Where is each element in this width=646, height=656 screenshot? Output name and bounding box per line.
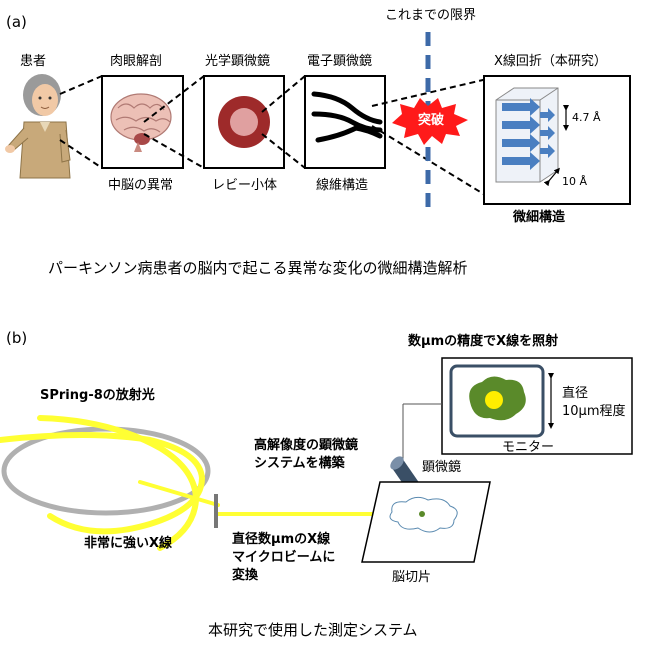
monitor-label: モニター	[502, 440, 555, 455]
microscope-label: 顕微鏡	[422, 460, 462, 475]
microscope-system-line2: システムを構築	[254, 456, 345, 471]
fine-structure-label: 微細構造	[513, 210, 566, 225]
breakthrough-label: 突破	[418, 113, 445, 128]
lewy-body-caption: レビー小体	[212, 178, 278, 193]
beam-conversion-line3: 変換	[232, 568, 259, 583]
limit-label: これまでの限界	[385, 8, 477, 23]
microscope-system-line1: 高解像度の顕微鏡	[254, 438, 359, 453]
panel-a-label: (a)	[6, 13, 27, 31]
fibril-structure	[311, 91, 383, 143]
diameter-line2: 10µm程度	[562, 404, 626, 419]
panel-b-label: (b)	[6, 329, 28, 347]
panel-b-caption: 本研究で使用した測定システム	[208, 621, 418, 639]
precision-label: 数µmの精度でX線を照射	[408, 334, 559, 349]
gross-anatomy-title: 肉眼解剖	[110, 54, 163, 69]
optical-microscope-box	[203, 75, 285, 169]
storage-ring	[1, 426, 211, 516]
fibril-caption: 線維構造	[316, 178, 369, 193]
beam-conversion-line2: マイクロビームに	[232, 550, 336, 565]
beam-spot	[419, 511, 425, 517]
beam-conversion-line1: 直径数µmのX線	[232, 532, 331, 547]
brain-image	[110, 93, 172, 152]
midbrain-caption: 中脳の異常	[108, 178, 174, 193]
strong-xray-label: 非常に強いX線	[84, 536, 173, 551]
patient-label: 患者	[20, 54, 47, 69]
panel-a-caption: パーキンソン病患者の脳内で起こる異常な変化の微細構造解析	[48, 259, 468, 277]
electron-microscope-title: 電子顕微鏡	[307, 54, 373, 69]
diameter-line1: 直径	[562, 386, 589, 401]
zoom-connector-lines	[59, 75, 501, 205]
spacing-10-label: 10 Å	[562, 175, 588, 188]
xray-beam	[0, 415, 424, 551]
spacing-10-arrow	[543, 167, 560, 187]
breakthrough-burst	[392, 98, 468, 145]
beam-slit	[214, 494, 218, 528]
spring8-label: SPring-8の放射光	[40, 388, 155, 403]
brain-slice-label: 脳切片	[392, 570, 432, 585]
crystal-block	[495, 87, 559, 183]
sample-on-monitor	[469, 376, 526, 421]
lewy-body-core	[230, 108, 258, 136]
optical-microscope-title: 光学顕微鏡	[205, 54, 271, 69]
spacing-47-label: 4.7 Å	[572, 111, 601, 124]
electron-microscope-box	[304, 75, 386, 169]
xray-title: X線回折（本研究）	[494, 54, 607, 69]
patient-figure	[5, 74, 71, 179]
